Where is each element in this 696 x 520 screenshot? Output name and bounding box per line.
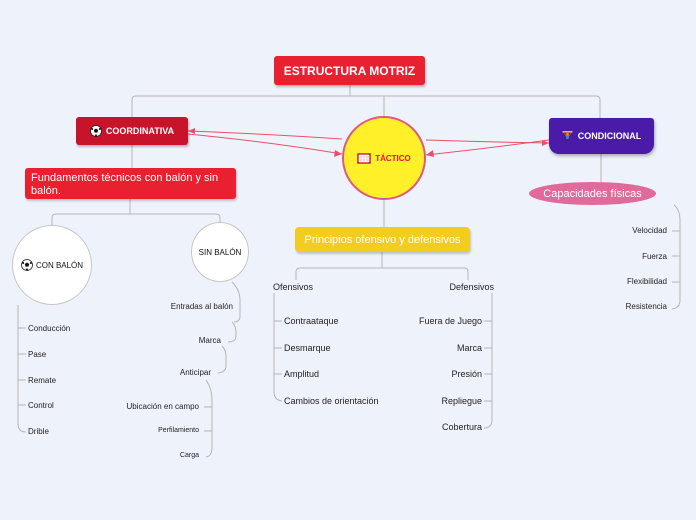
defensivos-label[interactable]: Defensivos (449, 282, 494, 292)
list-item[interactable]: Carga (179, 452, 199, 459)
weightlifter-icon (562, 131, 573, 142)
list-item[interactable]: Velocidad (632, 226, 667, 235)
list-item[interactable]: Cambios de orientación (284, 396, 379, 406)
sin-balon-label: SIN BALÓN (198, 247, 242, 257)
list-item[interactable]: Cobertura (441, 422, 482, 432)
list-item[interactable]: Conducción (28, 324, 71, 333)
tactico-label: TÁCTICO (375, 153, 411, 163)
list-item[interactable]: Desmarque (284, 343, 331, 353)
list-item[interactable]: Ubicación en campo (126, 402, 199, 411)
list-item[interactable]: Marca (198, 336, 221, 345)
list-item[interactable]: Presión (451, 369, 482, 379)
tactico-node[interactable]: TÁCTICO (342, 116, 426, 200)
list-item[interactable]: Control (28, 401, 54, 410)
principios-label: Principios ofensivo y defensivos (304, 233, 461, 246)
root-node[interactable]: ESTRUCTURA MOTRIZ (274, 56, 425, 85)
coordinativa-node[interactable]: COORDINATIVA (76, 117, 188, 145)
root-label: ESTRUCTURA MOTRIZ (283, 63, 416, 78)
soccer-ball-icon (90, 125, 102, 137)
capacidades-node[interactable]: Capacidades físicas (529, 182, 656, 205)
fundamentos-node[interactable]: Fundamentos técnicos con balón y sin bal… (25, 168, 236, 199)
con-balon-node[interactable]: CON BALÓN (12, 225, 92, 305)
list-item[interactable]: Anticipar (179, 368, 211, 377)
list-item[interactable]: Entradas al balón (170, 302, 233, 311)
list-item[interactable]: Pase (28, 350, 47, 359)
list-item[interactable]: Contraataque (284, 316, 339, 326)
list-item[interactable]: Amplitud (284, 369, 320, 379)
coordinativa-label: COORDINATIVA (105, 126, 175, 136)
list-item[interactable]: Fuera de Juego (418, 316, 482, 326)
list-item[interactable]: Resistencia (625, 302, 667, 311)
goal-icon (357, 152, 371, 164)
fundamentos-label: Fundamentos técnicos con balón y sin bal… (31, 172, 219, 197)
list-item[interactable]: Fuerza (642, 252, 667, 261)
principios-node[interactable]: Principios ofensivo y defensivos (295, 227, 470, 252)
condicional-label: CONDICIONAL (577, 131, 642, 141)
condicional-node[interactable]: CONDICIONAL (549, 118, 654, 154)
sin-balon-node[interactable]: SIN BALÓN (191, 222, 249, 282)
ofensivos-label[interactable]: Ofensivos (273, 282, 314, 292)
list-item[interactable]: Drible (28, 427, 49, 436)
capacidades-label: Capacidades físicas (543, 187, 642, 200)
con-balon-label: CON BALÓN (35, 260, 84, 270)
list-item[interactable]: Repliegue (441, 396, 482, 406)
list-item[interactable]: Perfilamiento (158, 427, 199, 434)
list-item[interactable]: Flexibilidad (626, 277, 667, 286)
list-item[interactable]: Remate (28, 376, 57, 385)
soccer-ball-icon (21, 259, 33, 271)
list-item[interactable]: Marca (456, 343, 482, 353)
